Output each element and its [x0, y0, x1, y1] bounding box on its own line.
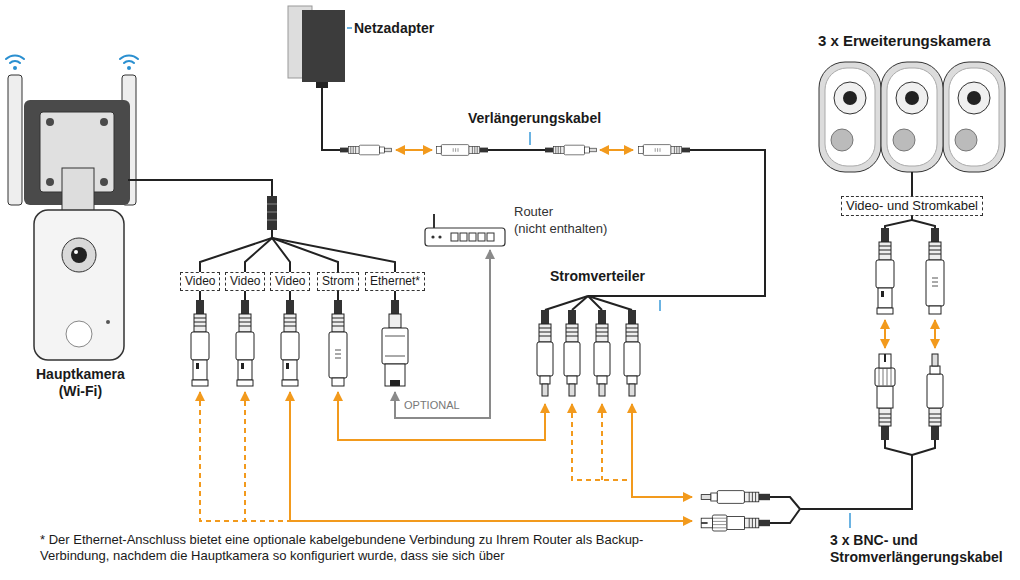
- tag-text: Strom: [322, 274, 354, 289]
- part-label: 3 x Erweiterungskamera: [818, 32, 991, 50]
- cable-tag: Strom: [317, 272, 359, 291]
- part-label: Verlängerungskabel: [468, 110, 601, 127]
- part-label: Router: [514, 204, 553, 220]
- power-connector: [638, 145, 690, 156]
- cable-tag: Ethernet*: [365, 272, 425, 291]
- power-plug: [564, 310, 580, 396]
- power-plug: [537, 310, 553, 396]
- part-label: Netzadapter: [354, 20, 434, 37]
- tag-text: Ethernet*: [370, 274, 420, 289]
- tag-text: Video: [185, 274, 215, 289]
- wifi-icon: [6, 55, 138, 70]
- power-adapter: [288, 6, 345, 88]
- tag-text: Video: [230, 274, 260, 289]
- label-holder: Verlängerungskabel: [468, 110, 601, 127]
- label-holder: 3 x BNC- und Stromverlängerungskabel: [830, 532, 1003, 566]
- power-plug: [624, 310, 640, 396]
- power-plug: [594, 310, 610, 396]
- cable-tag: Video: [270, 272, 310, 291]
- extension-cameras: [819, 62, 1005, 172]
- label-holder: Hauptkamera (Wi-Fi): [36, 366, 125, 400]
- tag-text: Video- und Stromkabel: [846, 198, 978, 214]
- label-holder: OPTIONAL: [404, 399, 460, 412]
- power-plug: [701, 491, 770, 504]
- cable-harness: [267, 196, 277, 230]
- bnc-connector: [236, 300, 254, 386]
- cables: [128, 86, 935, 523]
- label-holder: (nicht enthalten): [514, 221, 607, 237]
- power-connector: [329, 300, 347, 386]
- footnote: * Der Ethernet-Anschluss bietet eine opt…: [40, 532, 690, 564]
- label-holder: Netzadapter: [354, 20, 434, 37]
- leader-lines: [347, 28, 850, 528]
- ethernet-connector: [382, 300, 408, 386]
- part-label: Hauptkamera (Wi-Fi): [36, 366, 125, 400]
- power-connector: [436, 145, 488, 156]
- power-plug: [545, 145, 597, 155]
- bnc-plug: [701, 515, 770, 531]
- main-camera: [8, 75, 136, 360]
- bnc-connector: [876, 228, 894, 314]
- label-holder: Router: [514, 204, 553, 220]
- cable-tag: Video: [225, 272, 265, 291]
- part-label: Stromverteiler: [550, 268, 645, 285]
- connection-arrows: [200, 150, 935, 521]
- connectors: [191, 145, 944, 531]
- cable-tag: Video- und Stromkabel: [841, 196, 983, 216]
- part-label: 3 x BNC- und Stromverlängerungskabel: [830, 532, 1003, 566]
- cable-tag: Video: [180, 272, 220, 291]
- bnc-plug: [875, 354, 895, 440]
- label-holder: * Der Ethernet-Anschluss bietet eine opt…: [40, 532, 690, 564]
- part-note: (nicht enthalten): [514, 221, 607, 237]
- power-connector: [926, 228, 944, 314]
- power-plug: [340, 145, 392, 155]
- bnc-connector: [281, 300, 299, 386]
- label-holder: Stromverteiler: [550, 268, 645, 285]
- bnc-connector: [191, 300, 209, 386]
- power-plug: [927, 354, 943, 440]
- tag-text: Video: [275, 274, 305, 289]
- optional-note: OPTIONAL: [404, 399, 460, 412]
- label-holder: 3 x Erweiterungskamera: [818, 32, 991, 50]
- router-icon: [425, 214, 505, 246]
